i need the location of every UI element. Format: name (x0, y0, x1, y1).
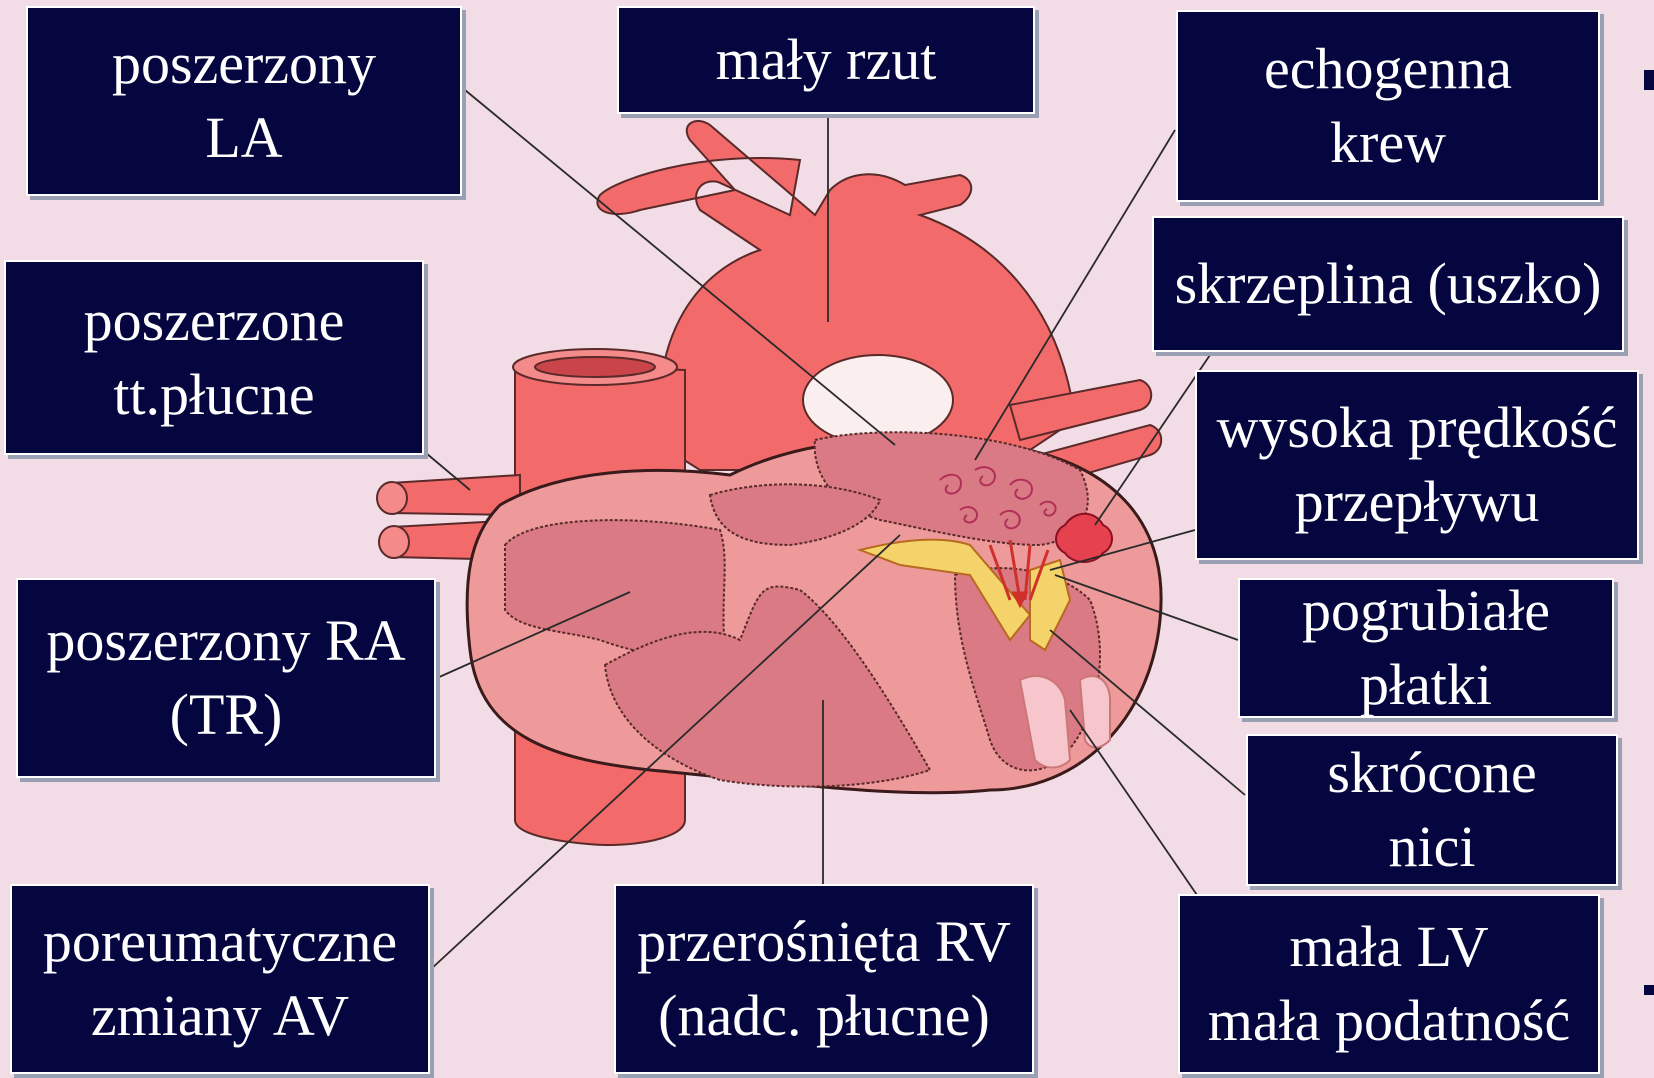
label-echogenic-blood: echogenna krew (1176, 10, 1600, 202)
label-shortened-chords: skrócone nici (1246, 734, 1618, 886)
label-high-velocity: wysoka prędkość przepływu (1195, 370, 1639, 560)
edge-mark-bottom (1644, 985, 1654, 995)
label-dilated-ra: poszerzony RA (TR) (16, 578, 436, 778)
label-low-output: mały rzut (617, 6, 1035, 114)
label-rheumatic-av: poreumatyczne zmiany AV (10, 884, 430, 1074)
label-hypertrophied-rv: przerośnięta RV (nadc. płucne) (614, 884, 1034, 1074)
label-small-lv: mała LV mała podatność (1178, 894, 1600, 1074)
edge-mark-top (1644, 70, 1654, 90)
label-thrombus: skrzeplina (uszko) (1152, 216, 1624, 352)
label-dilated-pulmonary-arteries: poszerzone tt.płucne (4, 260, 424, 455)
label-dilated-la: poszerzony LA (26, 6, 462, 196)
label-thickened-leaflets: pogrubiałe płatki (1238, 578, 1614, 718)
